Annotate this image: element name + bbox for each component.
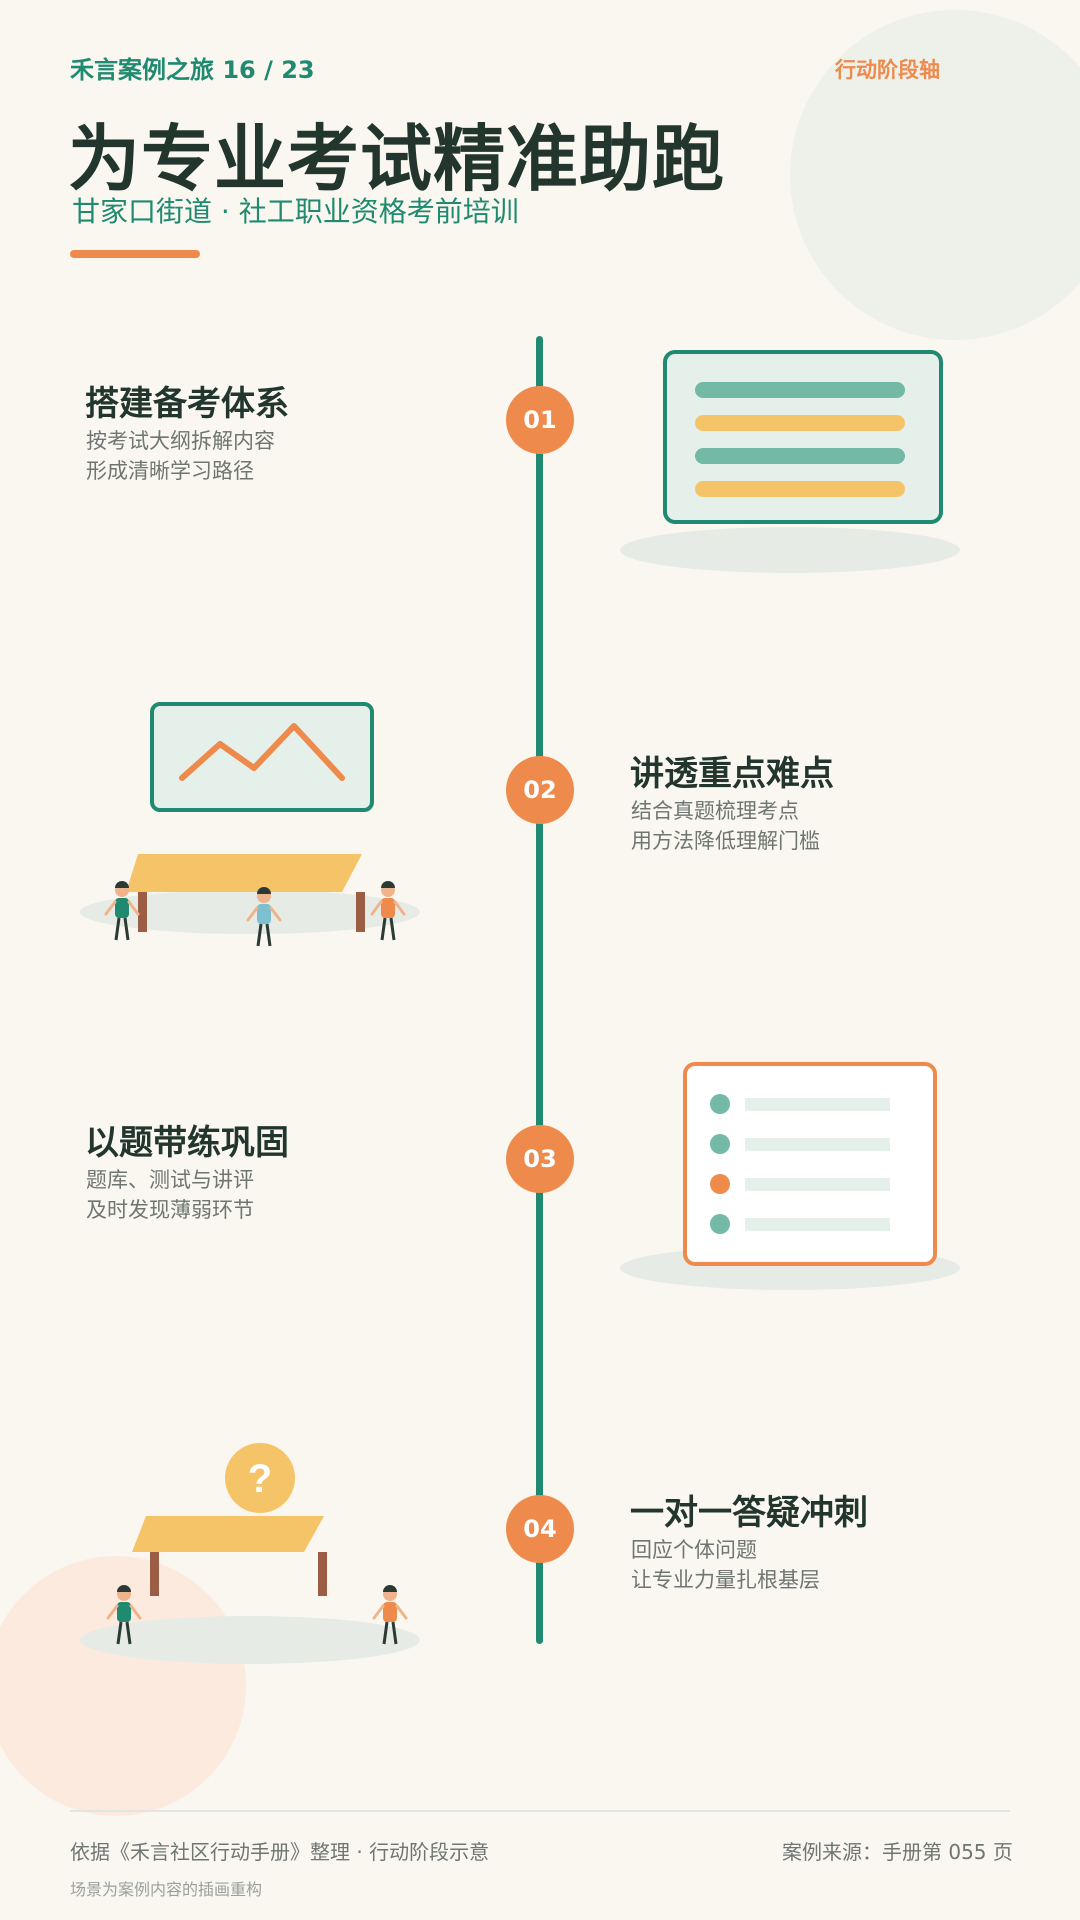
timeline-line: [536, 336, 543, 1644]
step-desc-01-line2: 形成清晰学习路径: [86, 459, 254, 483]
question-mark-icon: ?: [248, 1457, 272, 1501]
page-subtitle: 甘家口街道 · 社工职业资格考前培训: [72, 195, 519, 228]
step-title-03: 以题带练巩固: [85, 1123, 289, 1163]
footer-source-note: 依据《禾言社区行动手册》整理 · 行动阶段示意: [70, 1840, 490, 1864]
step-title-02: 讲透重点难点: [630, 754, 834, 794]
title-accent-bar: [70, 250, 200, 258]
step-node-04: 04: [506, 1495, 574, 1563]
step-desc-04-line1: 回应个体问题: [631, 1538, 757, 1562]
step-desc-01-line1: 按考试大纲拆解内容: [86, 429, 275, 453]
step-node-03: 03: [506, 1125, 574, 1193]
step-title-04: 一对一答疑冲刺: [630, 1493, 868, 1533]
decorative-circle-top-right: [790, 10, 1080, 340]
series-label: 禾言案例之旅 16 / 23: [70, 56, 315, 84]
step-desc-03-line1: 题库、测试与讲评: [86, 1168, 254, 1192]
stage-tag: 行动阶段轴: [835, 58, 940, 82]
footer-divider: [70, 1810, 1010, 1812]
step-node-02: 02: [506, 756, 574, 824]
lecture-classroom-illustration: [80, 702, 420, 947]
page-title: 为专业考试精准助跑: [68, 117, 726, 201]
step-desc-02-line1: 结合真题梳理考点: [631, 799, 799, 823]
syllabus-board-illustration: [620, 350, 960, 573]
qa-consultation-illustration: ?: [80, 1443, 420, 1664]
step-desc-04-line2: 让专业力量扎根基层: [631, 1568, 820, 1592]
step-desc-02-line2: 用方法降低理解门槛: [631, 829, 820, 853]
footer-illustration-note: 场景为案例内容的插画重构: [70, 1880, 263, 1899]
step-node-01: 01: [506, 386, 574, 454]
step-desc-03-line2: 及时发现薄弱环节: [86, 1198, 254, 1222]
question-bank-illustration: [620, 1062, 960, 1290]
step-title-01: 搭建备考体系: [85, 384, 289, 424]
footer-page-reference: 案例来源：手册第 055 页: [782, 1840, 1013, 1864]
